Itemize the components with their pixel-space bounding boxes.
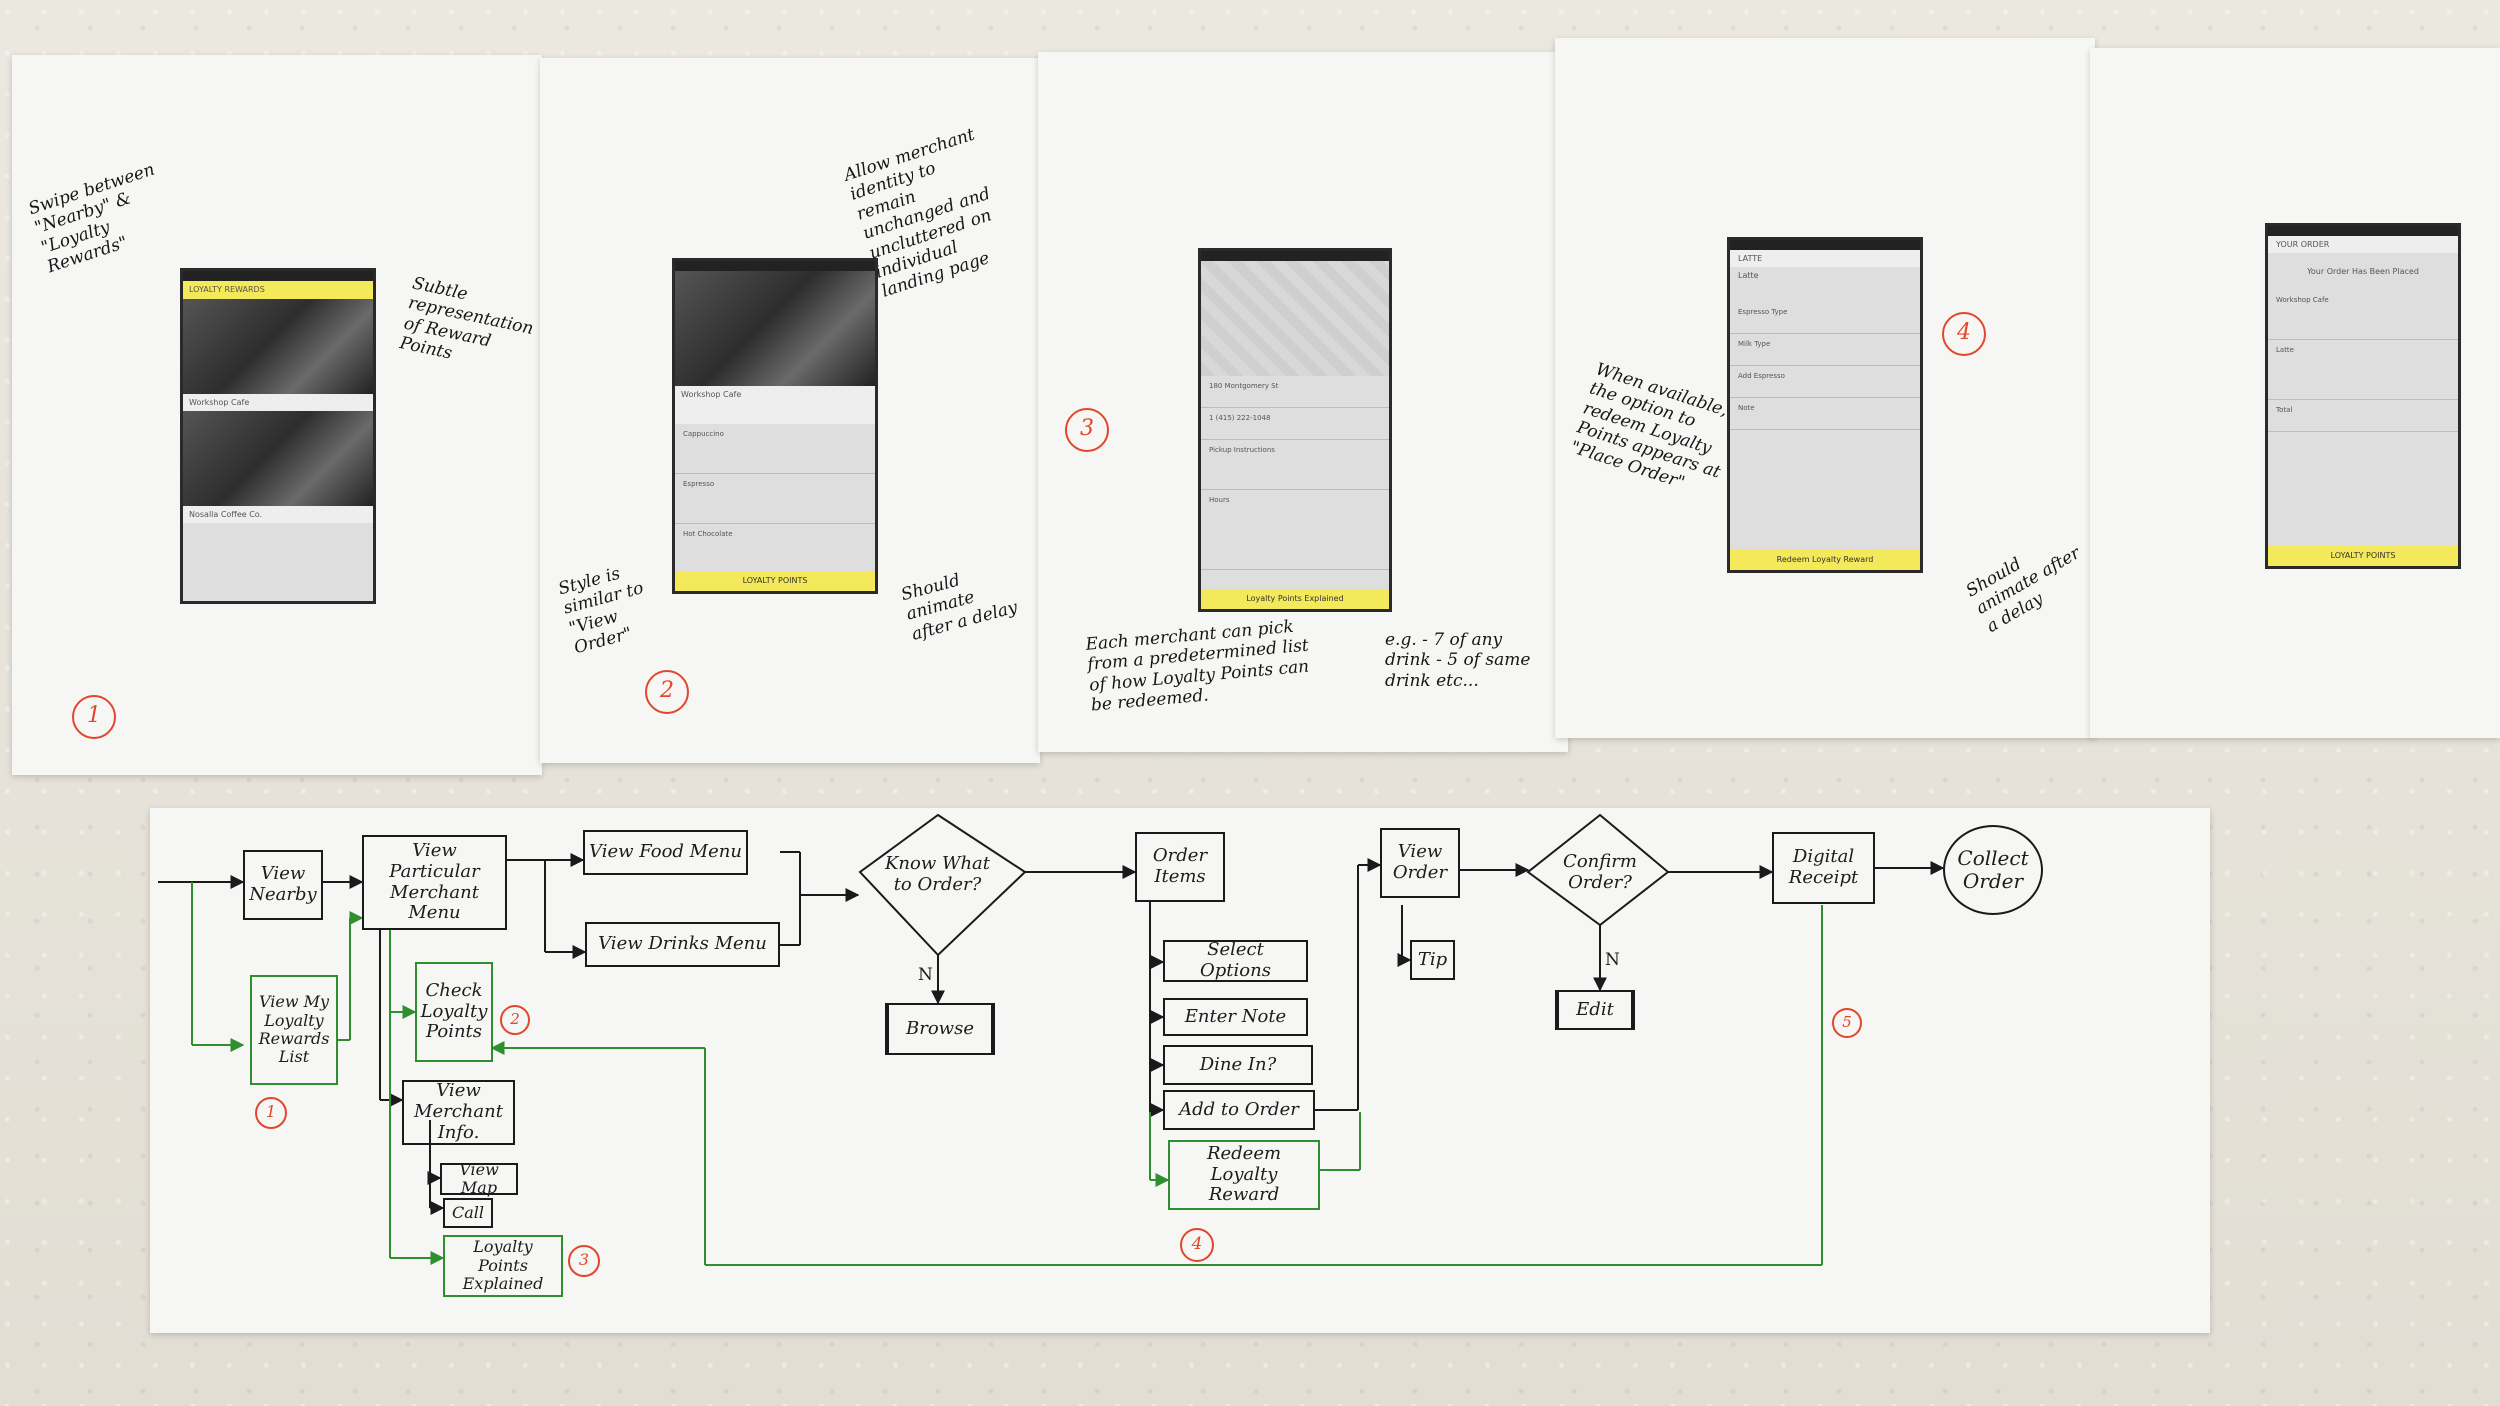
add-to-order-box: Add to Order	[1163, 1090, 1315, 1130]
hours-row: Hours	[1201, 490, 1389, 570]
view-nearby-box: View Nearby	[243, 850, 323, 920]
annotation-eg: e.g. - 7 of any drink - 5 of same drink …	[1385, 630, 1531, 691]
option-row: Milk Type	[1730, 334, 1920, 366]
flow-marker-1: 1	[255, 1097, 287, 1129]
marker-3-top: 3	[1065, 408, 1109, 452]
decision-no-label-1: N	[918, 965, 933, 985]
latte-header: LATTE	[1730, 250, 1920, 267]
view-loyalty-list-box: View My Loyalty Rewards List	[250, 975, 338, 1085]
option-row: Note	[1730, 398, 1920, 430]
your-order-header: YOUR ORDER	[2268, 236, 2458, 253]
loyalty-rewards-header: LOYALTY REWARDS	[183, 281, 373, 299]
merchant-name: Workshop Cafe	[675, 386, 875, 424]
latte-title: Latte	[1738, 271, 1759, 280]
select-options-box: Select Options	[1163, 939, 1308, 982]
view-merchant-menu-box: View Particular Merchant Menu	[362, 835, 507, 930]
flow-marker-3: 3	[568, 1245, 600, 1277]
view-order-box: View Order	[1380, 828, 1460, 898]
view-drinks-menu-box: View Drinks Menu	[585, 922, 780, 967]
flow-marker-4: 4	[1180, 1228, 1214, 1262]
know-what-to-order-decision: Know What to Order?	[884, 853, 991, 895]
order-cafe: Workshop Cafe	[2268, 290, 2458, 340]
marker-4-top: 4	[1942, 312, 1986, 356]
phone-mockup-5: YOUR ORDER Your Order Has Been Placed Wo…	[2265, 223, 2461, 569]
order-placed-text: Your Order Has Been Placed	[2307, 267, 2419, 276]
edit-box: Edit	[1555, 990, 1635, 1030]
check-loyalty-points-box: Check Loyalty Points	[415, 962, 493, 1062]
dine-in-box: Dine In?	[1163, 1045, 1313, 1085]
phone-mockup-1: LOYALTY REWARDS Workshop Cafe Nosalla Co…	[180, 268, 376, 604]
phone-row: 1 (415) 222-1048	[1201, 408, 1389, 440]
marker-1-top: 1	[72, 695, 116, 739]
view-merchant-info-box: View Merchant Info.	[402, 1080, 515, 1145]
flow-marker-5: 5	[1832, 1008, 1862, 1038]
menu-item: Espresso	[675, 474, 875, 524]
option-row: Espresso Type	[1730, 302, 1920, 334]
redeem-loyalty-bar: Redeem Loyalty Reward	[1730, 550, 1920, 570]
collect-order-node: Collect Order	[1943, 825, 2043, 915]
order-item: Latte	[2268, 340, 2458, 400]
order-total: Total	[2268, 400, 2458, 432]
loyalty-points-bar-5: LOYALTY POINTS	[2268, 546, 2458, 566]
loyalty-points-bar: LOYALTY POINTS	[675, 571, 875, 591]
redeem-loyalty-reward-box: Redeem Loyalty Reward	[1168, 1140, 1320, 1210]
browse-box: Browse	[885, 1003, 995, 1055]
confirm-order-decision: Confirm Order?	[1563, 850, 1637, 893]
address-row: 180 Montgomery St	[1201, 376, 1389, 408]
cafe-name-1: Workshop Cafe	[183, 394, 373, 411]
tip-box: Tip	[1410, 940, 1455, 980]
option-row: Add Espresso	[1730, 366, 1920, 398]
call-box: Call	[443, 1198, 493, 1228]
loyalty-points-explained-bar: Loyalty Points Explained	[1201, 589, 1389, 609]
view-map-box: View Map	[440, 1160, 518, 1197]
digital-receipt-box: Digital Receipt	[1772, 832, 1875, 904]
phone-mockup-2: Workshop Cafe Cappuccino Espresso Hot Ch…	[672, 258, 878, 594]
decision-no-label-2: N	[1605, 950, 1620, 970]
menu-item: Cappuccino	[675, 424, 875, 474]
loyalty-points-explained-box: Loyalty Points Explained	[443, 1235, 563, 1297]
enter-note-box: Enter Note	[1163, 998, 1308, 1036]
phone-mockup-4: LATTE Latte Espresso Type Milk Type Add …	[1727, 237, 1923, 573]
marker-2-top: 2	[645, 670, 689, 714]
pickup-row: Pickup Instructions	[1201, 440, 1389, 490]
phone-mockup-3: 180 Montgomery St 1 (415) 222-1048 Picku…	[1198, 248, 1392, 612]
order-items-box: Order Items	[1135, 832, 1225, 902]
cafe-name-2: Nosalla Coffee Co.	[183, 506, 373, 523]
view-food-menu-box: View Food Menu	[583, 830, 748, 875]
flow-marker-2: 2	[500, 1005, 530, 1035]
